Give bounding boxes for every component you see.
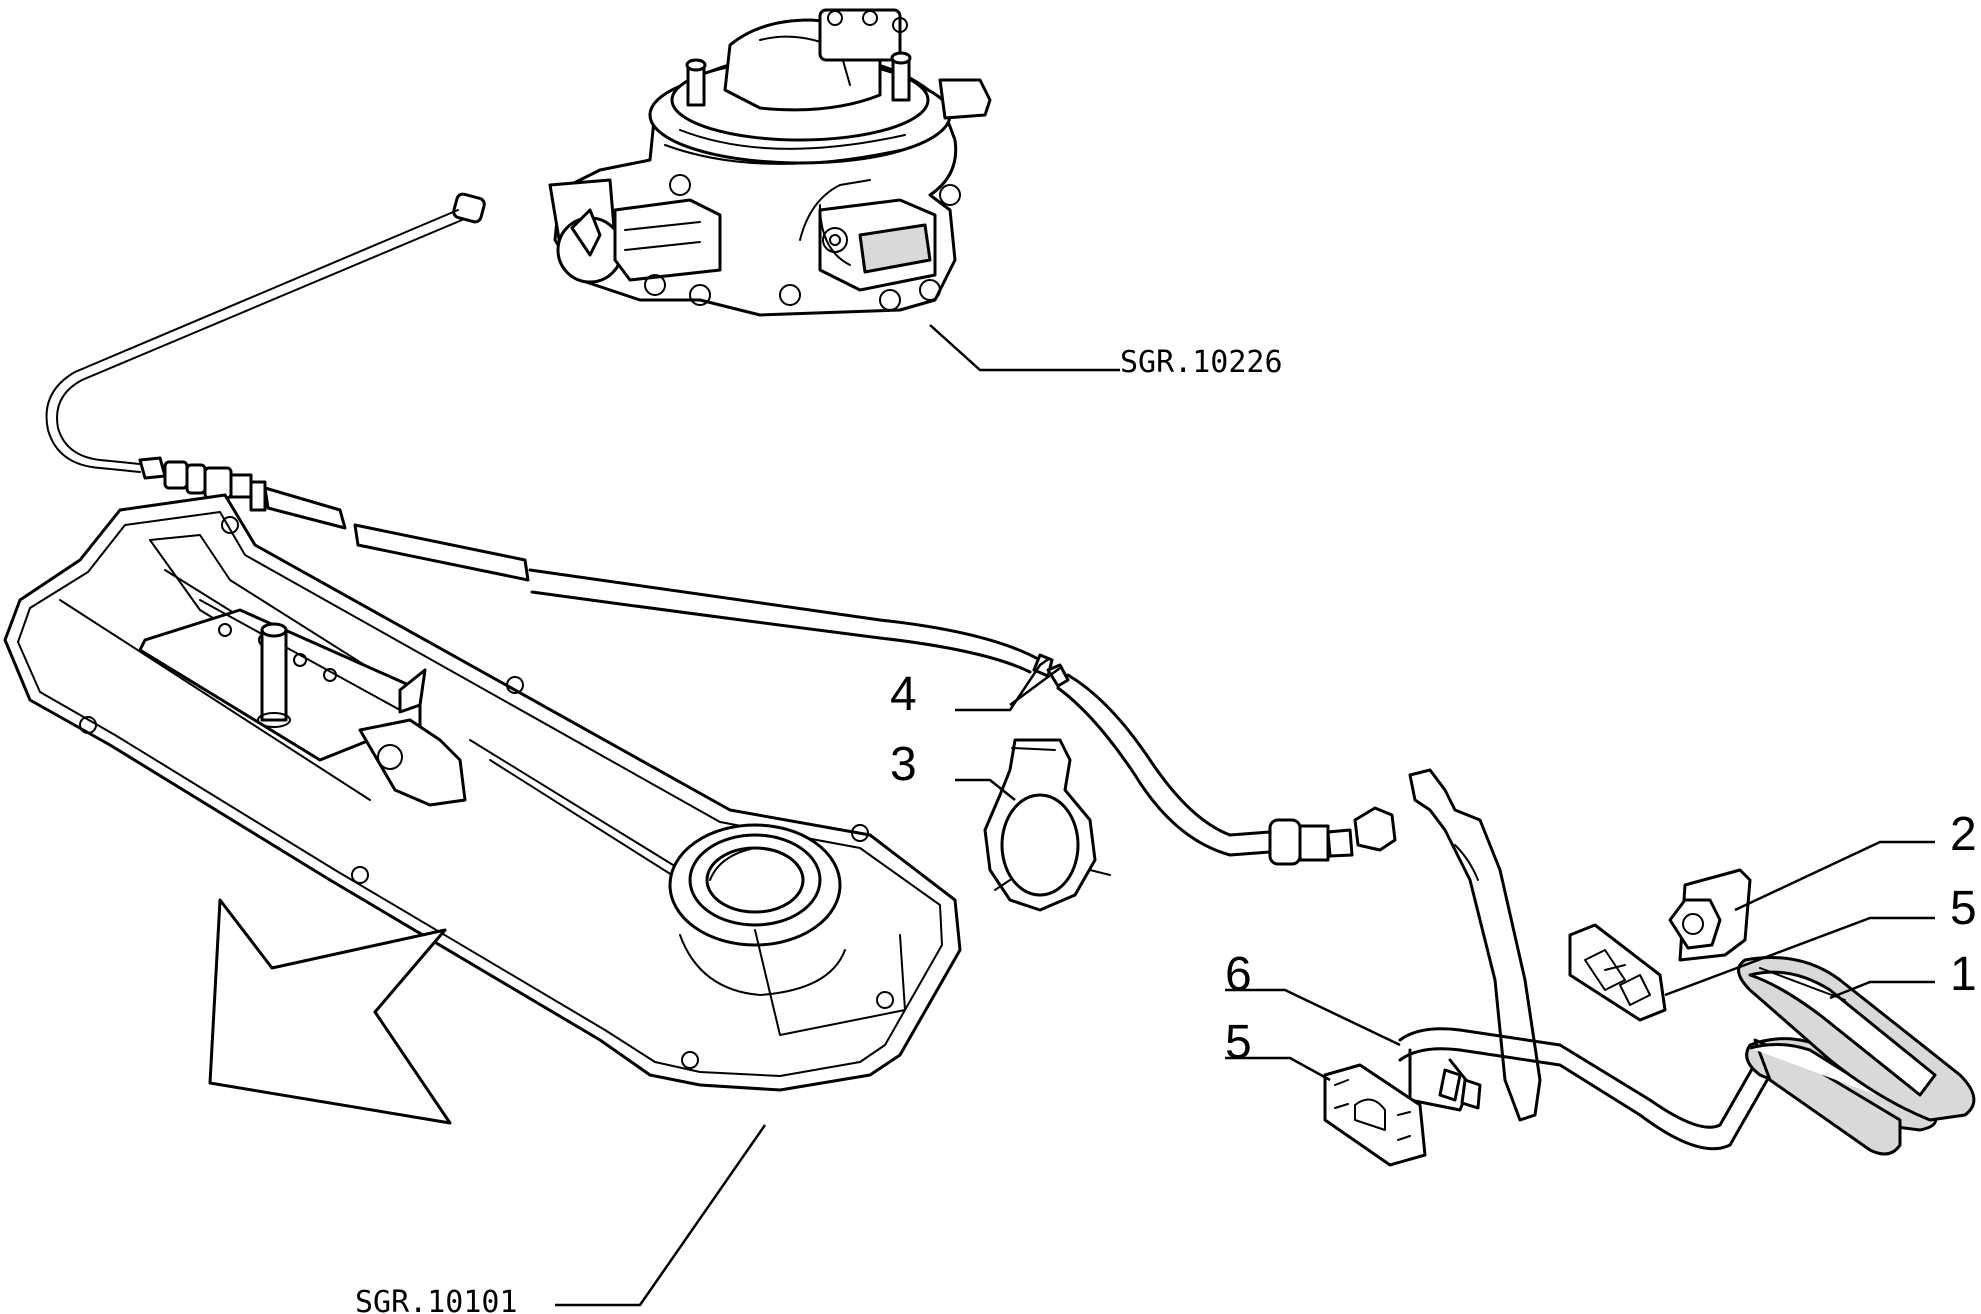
callout-4: 4: [890, 668, 917, 721]
carburetor: [548, 8, 992, 317]
pad-lower-part-5: [1323, 1063, 1427, 1167]
bracket-upper-part-5: [1568, 923, 1667, 1022]
direction-arrow: [208, 898, 452, 1125]
callout-5-lower: 5: [1225, 1016, 1252, 1069]
callout-1: 1: [1950, 948, 1977, 1001]
callout-2: 2: [1950, 808, 1977, 861]
nut-part-2: [1668, 868, 1752, 962]
pedal-pad-part-1: [1737, 956, 1976, 1122]
cable-clip-part-3: [983, 738, 1111, 912]
callout-6: 6: [1225, 948, 1252, 1001]
callout-3: 3: [890, 738, 917, 791]
leader-lines: [555, 324, 1935, 1307]
callout-5-upper: 5: [1950, 882, 1977, 935]
reference-rocker-cover: SGR.10101: [355, 1285, 518, 1314]
rocker-cover: [3, 493, 962, 1092]
accelerator-pedal-assembly: [1398, 768, 1938, 1156]
reference-carburetor: SGR.10226: [1120, 345, 1283, 380]
